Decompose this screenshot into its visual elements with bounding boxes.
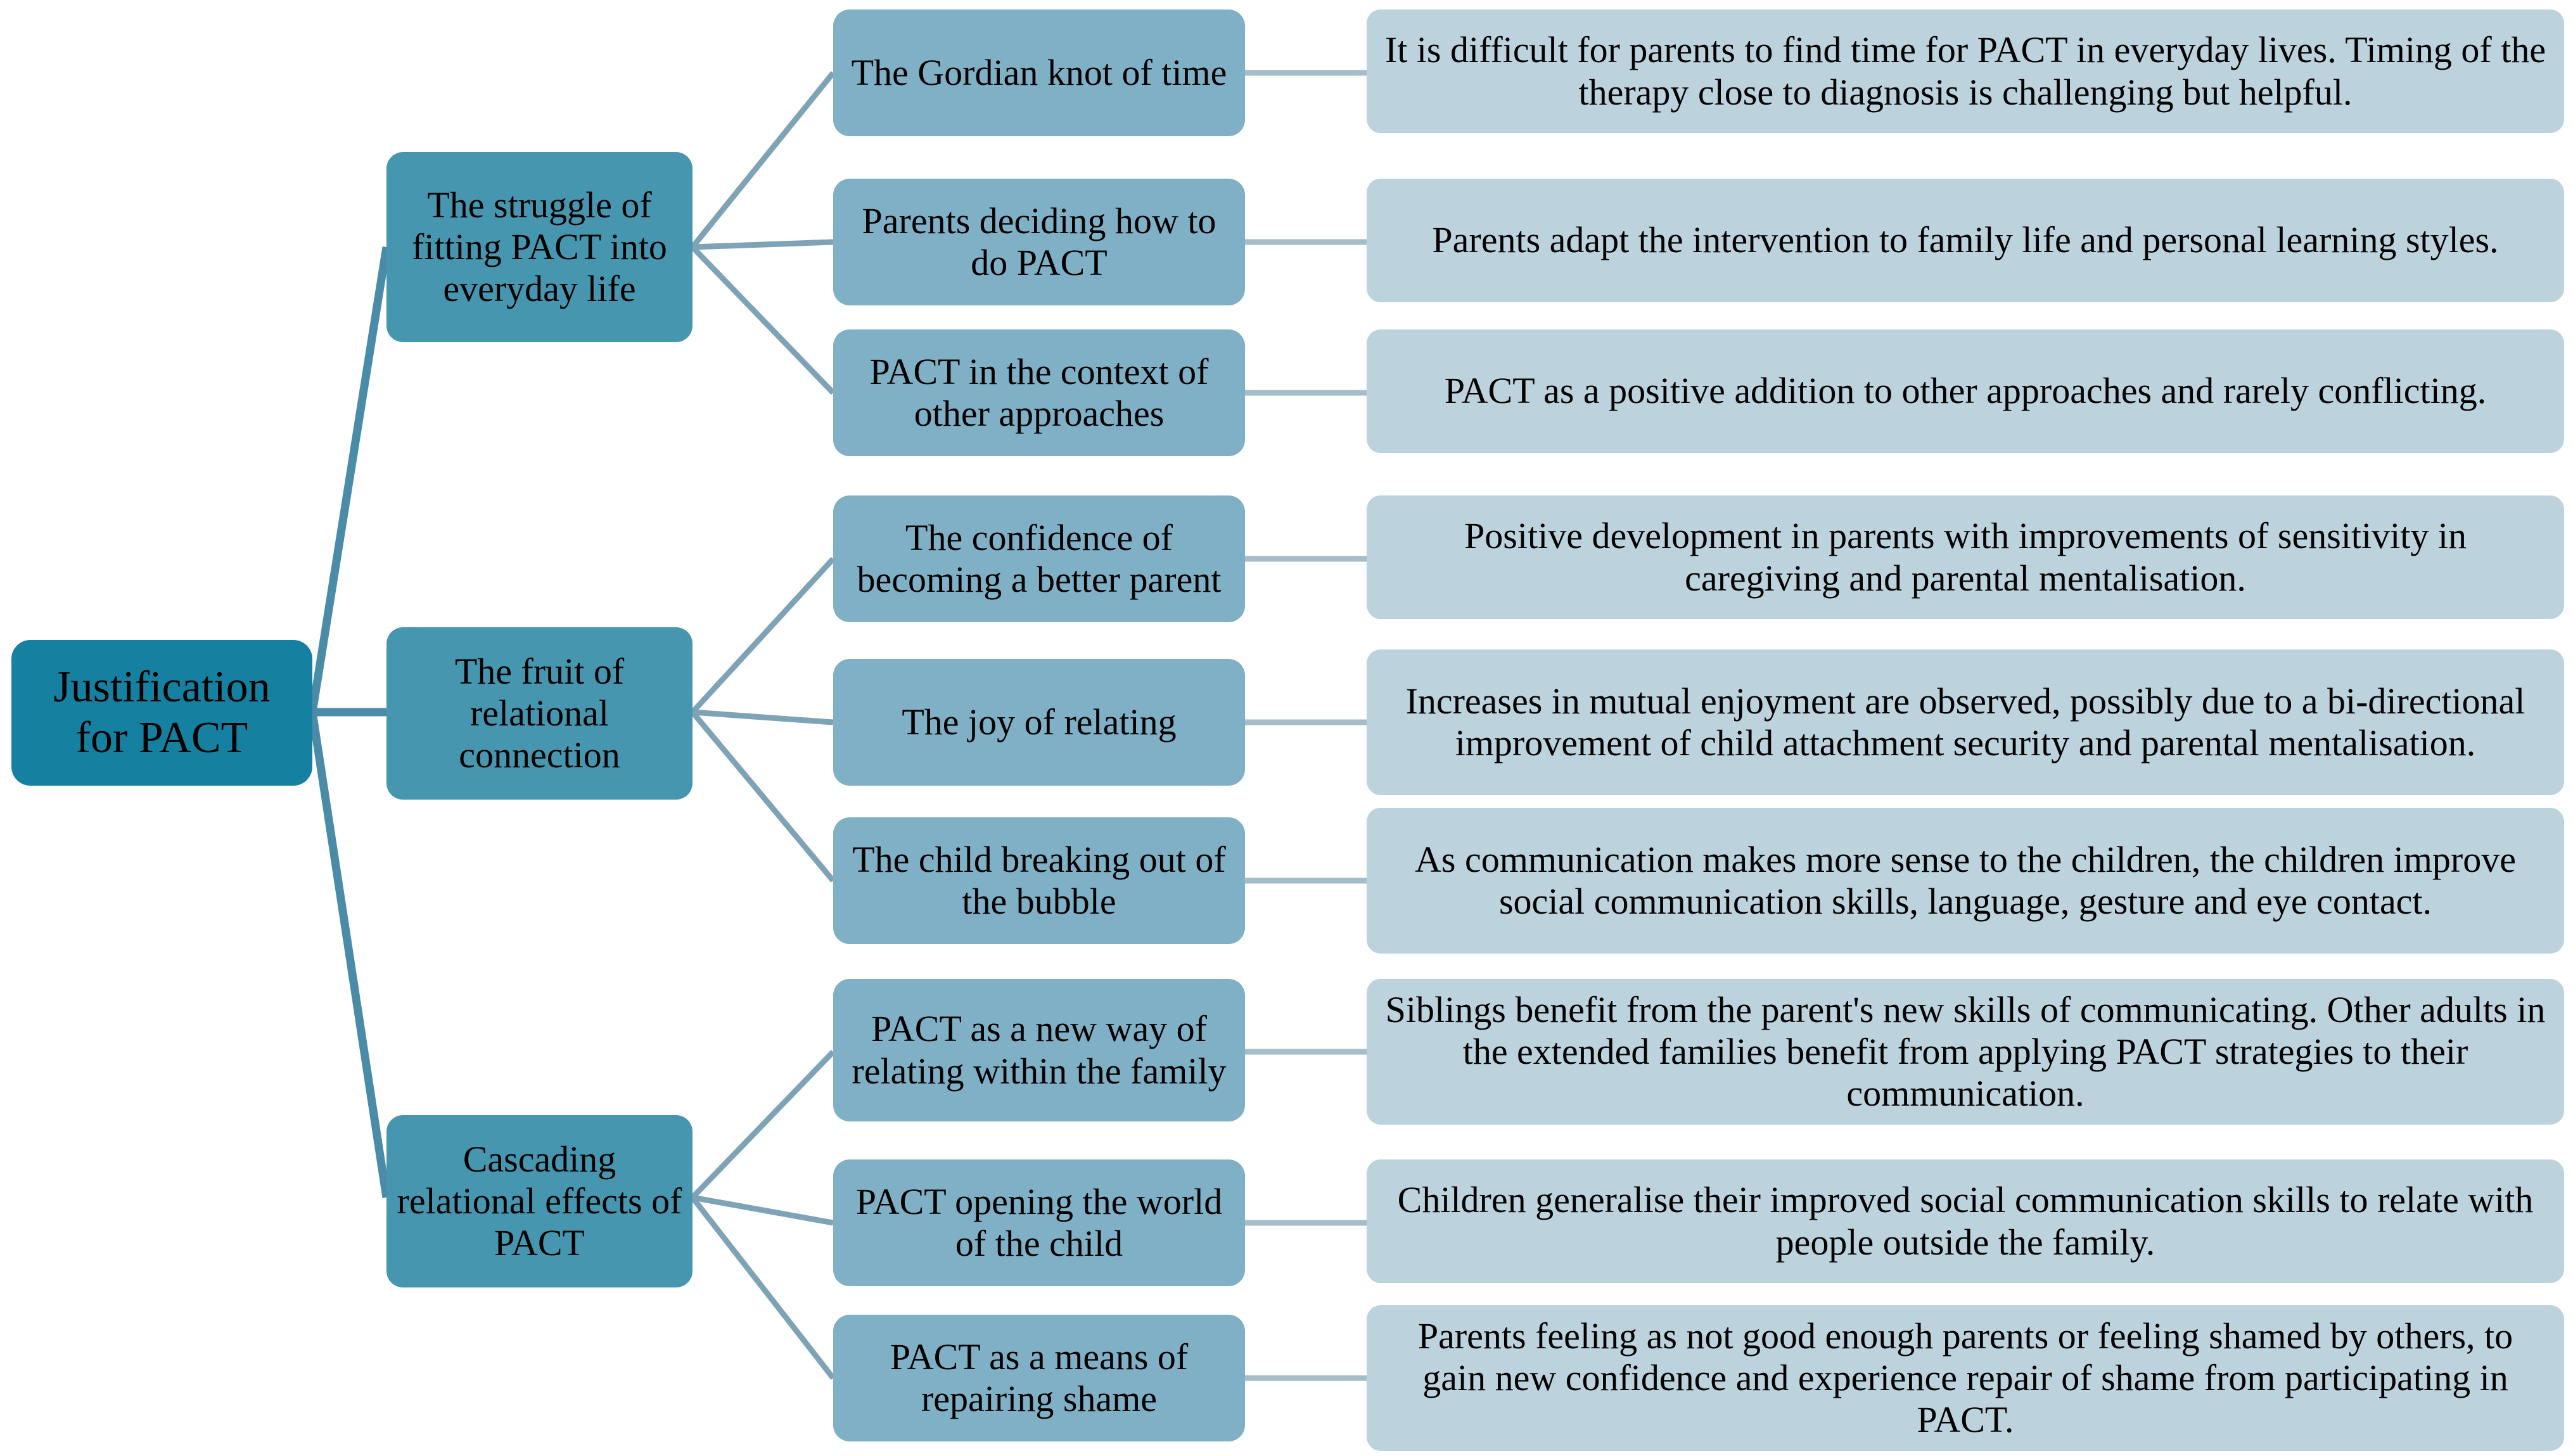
root-node[interactable]: Justification for PACT (11, 640, 312, 786)
subtheme-node-2[interactable]: Parents deciding how to do PACT (833, 179, 1245, 305)
theme-node-2[interactable]: The fruit of relational connection (386, 627, 693, 800)
connector-theme-3-sub-2 (692, 1194, 834, 1226)
connector-theme-1-sub-1 (690, 71, 836, 249)
connector-theme-3-sub-3 (690, 1196, 836, 1380)
subtheme-node-4[interactable]: The confidence of becoming a better pare… (833, 495, 1245, 622)
description-node-1[interactable]: It is difficult for parents to find time… (1367, 10, 2564, 133)
description-node-5[interactable]: Increases in mutual enjoyment are observ… (1367, 649, 2564, 795)
subtheme-node-5[interactable]: The joy of relating (833, 659, 1245, 786)
description-node-2[interactable]: Parents adapt the intervention to family… (1367, 179, 2564, 302)
description-node-8-text: Children generalise their improved socia… (1397, 1179, 2534, 1263)
root-node-label: Justification for PACT (53, 663, 271, 762)
connector-theme-2-sub-1 (690, 556, 836, 715)
connector-root-theme-1 (308, 246, 391, 713)
description-node-1-text: It is difficult for parents to find time… (1384, 29, 2546, 113)
subtheme-node-1-label: The Gordian knot of time (851, 51, 1227, 93)
description-node-5-text: Increases in mutual enjoyment are observ… (1405, 680, 2525, 763)
subtheme-node-7[interactable]: PACT as a new way of relating within the… (833, 979, 1245, 1121)
subtheme-node-6-label: The child breaking out of the bubble (852, 838, 1226, 922)
description-node-7-text: Siblings benefit from the parent's new s… (1385, 988, 2546, 1114)
description-node-8[interactable]: Children generalise their improved socia… (1367, 1159, 2564, 1283)
subtheme-node-4-label: The confidence of becoming a better pare… (857, 516, 1222, 600)
subtheme-node-3[interactable]: PACT in the context of other approaches (833, 329, 1245, 456)
description-node-9[interactable]: Parents feeling as not good enough paren… (1367, 1305, 2564, 1451)
connector-theme-2-sub-3 (690, 710, 836, 883)
subtheme-node-6[interactable]: The child breaking out of the bubble (833, 817, 1245, 944)
connector-theme-1-sub-2 (692, 239, 834, 250)
theme-node-1-label: The struggle of fitting PACT into everyd… (412, 184, 667, 310)
connector-theme-2-sub-2 (692, 709, 834, 725)
description-node-3[interactable]: PACT as a positive addition to other app… (1367, 329, 2564, 453)
connector-theme-1-sub-3 (690, 245, 836, 395)
description-node-4[interactable]: Positive development in parents with imp… (1367, 495, 2564, 619)
description-node-7[interactable]: Siblings benefit from the parent's new s… (1367, 979, 2564, 1125)
subtheme-node-9[interactable]: PACT as a means of repairing shame (833, 1315, 1245, 1441)
theme-node-3-label: Cascading relational effects of PACT (397, 1138, 682, 1264)
subtheme-node-2-label: Parents deciding how to do PACT (862, 200, 1216, 283)
subtheme-node-5-label: The joy of relating (902, 701, 1177, 743)
description-node-6[interactable]: As communication makes more sense to the… (1367, 808, 2564, 954)
theme-node-3[interactable]: Cascading relational effects of PACT (386, 1115, 693, 1287)
subtheme-node-8-label: PACT opening the world of the child (855, 1180, 1223, 1264)
theme-node-2-label: The fruit of relational connection (454, 650, 625, 776)
subtheme-node-8[interactable]: PACT opening the world of the child (833, 1159, 1245, 1286)
subtheme-node-9-label: PACT as a means of repairing shame (890, 1336, 1189, 1419)
connector-theme-3-sub-1 (690, 1049, 836, 1200)
subtheme-node-3-label: PACT in the context of other approaches (869, 350, 1209, 434)
connector-root-theme-3 (308, 712, 391, 1198)
description-node-6-text: As communication makes more sense to the… (1415, 838, 2516, 922)
subtheme-node-1[interactable]: The Gordian knot of time (833, 10, 1245, 136)
theme-node-1[interactable]: The struggle of fitting PACT into everyd… (386, 152, 693, 342)
subtheme-node-7-label: PACT as a new way of relating within the… (852, 1008, 1227, 1092)
description-node-9-text: Parents feeling as not good enough paren… (1417, 1315, 2513, 1441)
description-node-2-text: Parents adapt the intervention to family… (1432, 219, 2499, 261)
description-node-3-text: PACT as a positive addition to other app… (1444, 370, 2487, 412)
description-node-4-text: Positive development in parents with imp… (1464, 515, 2467, 599)
